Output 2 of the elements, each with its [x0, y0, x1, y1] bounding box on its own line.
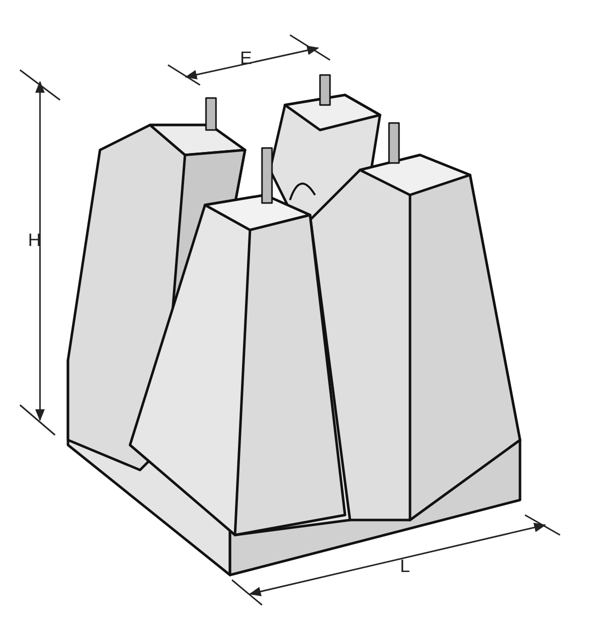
dimension-label: L [400, 556, 410, 576]
dimension-label: H [28, 230, 41, 250]
